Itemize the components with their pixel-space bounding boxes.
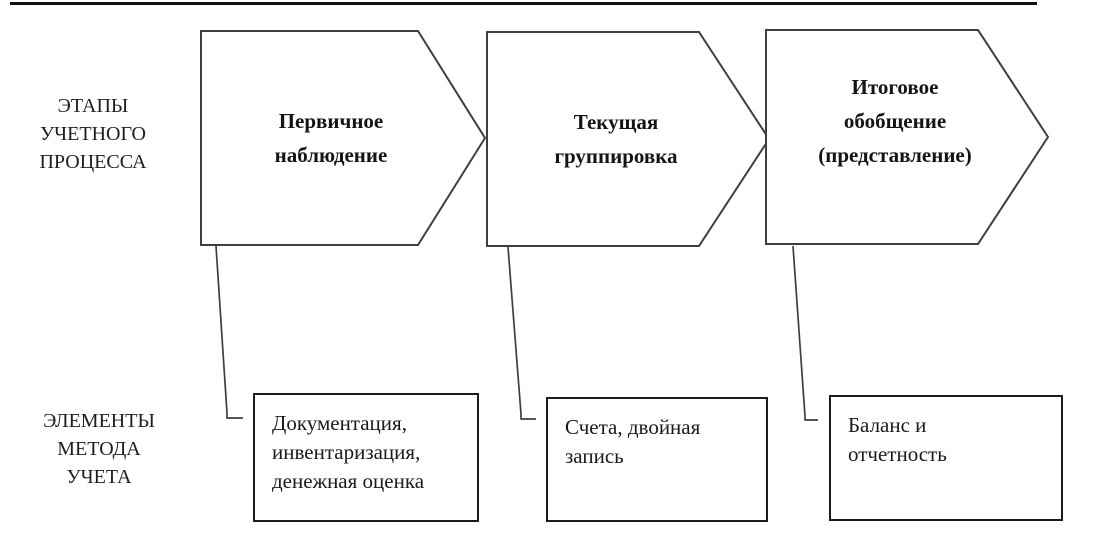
row-label-stages-line: ЭТАПЫ bbox=[57, 95, 129, 117]
stage-label: Текущая группировка bbox=[486, 31, 770, 247]
top-horizontal-rule bbox=[10, 2, 1037, 5]
method-box-balance: Баланс и отчетность bbox=[829, 395, 1063, 521]
stage-label: Первичное наблюдение bbox=[200, 30, 486, 246]
row-label-stages-line: УЧЕТНОГО bbox=[40, 123, 146, 145]
connector-line-3 bbox=[792, 245, 818, 421]
method-box-line: запись bbox=[565, 444, 624, 468]
connector-line-1 bbox=[215, 245, 243, 419]
row-label-stages-line: ПРОЦЕССА bbox=[39, 151, 147, 173]
stage-label-line: Первичное bbox=[278, 109, 384, 133]
row-label-elements: ЭЛЕМЕНТЫ МЕТОДА УЧЕТА bbox=[6, 407, 192, 491]
stage-shape-final-summary: Итоговое обобщение (представление) bbox=[765, 29, 1049, 245]
stage-label-line: наблюдение bbox=[274, 143, 388, 167]
row-label-stages: ЭТАПЫ УЧЕТНОГО ПРОЦЕССА bbox=[0, 92, 186, 176]
stage-label: Итоговое обобщение (представление) bbox=[765, 29, 1049, 245]
stage-label-line: группировка bbox=[554, 144, 678, 168]
method-box-line: денежная оценка bbox=[272, 469, 425, 493]
method-box-line: инвентаризация, bbox=[272, 440, 421, 464]
arrow-pentagon-icon bbox=[200, 30, 486, 246]
connector-line-2 bbox=[507, 246, 536, 420]
arrow-pentagon-icon bbox=[486, 31, 770, 247]
stage-label-line: обобщение bbox=[843, 109, 947, 133]
row-label-elements-line: МЕТОДА bbox=[57, 438, 141, 460]
stage-shape-current-grouping: Текущая группировка bbox=[486, 31, 770, 247]
method-box-line: отчетность bbox=[848, 442, 947, 466]
stage-shape-primary-observation: Первичное наблюдение bbox=[200, 30, 486, 246]
row-label-elements-line: ЭЛЕМЕНТЫ bbox=[43, 410, 155, 432]
method-box-accounts: Счета, двойная запись bbox=[546, 397, 768, 522]
stage-label-line: Итоговое bbox=[851, 75, 939, 99]
method-box-line: Баланс и bbox=[848, 413, 927, 437]
method-box-documentation: Документация, инвентаризация, денежная о… bbox=[253, 393, 479, 522]
method-box-line: Документация, bbox=[272, 411, 407, 435]
stage-label-line: (представление) bbox=[818, 143, 972, 167]
stage-label-line: Текущая bbox=[573, 110, 659, 134]
arrow-pentagon-icon bbox=[765, 29, 1049, 245]
row-label-elements-line: УЧЕТА bbox=[66, 466, 132, 488]
method-box-line: Счета, двойная bbox=[565, 415, 701, 439]
